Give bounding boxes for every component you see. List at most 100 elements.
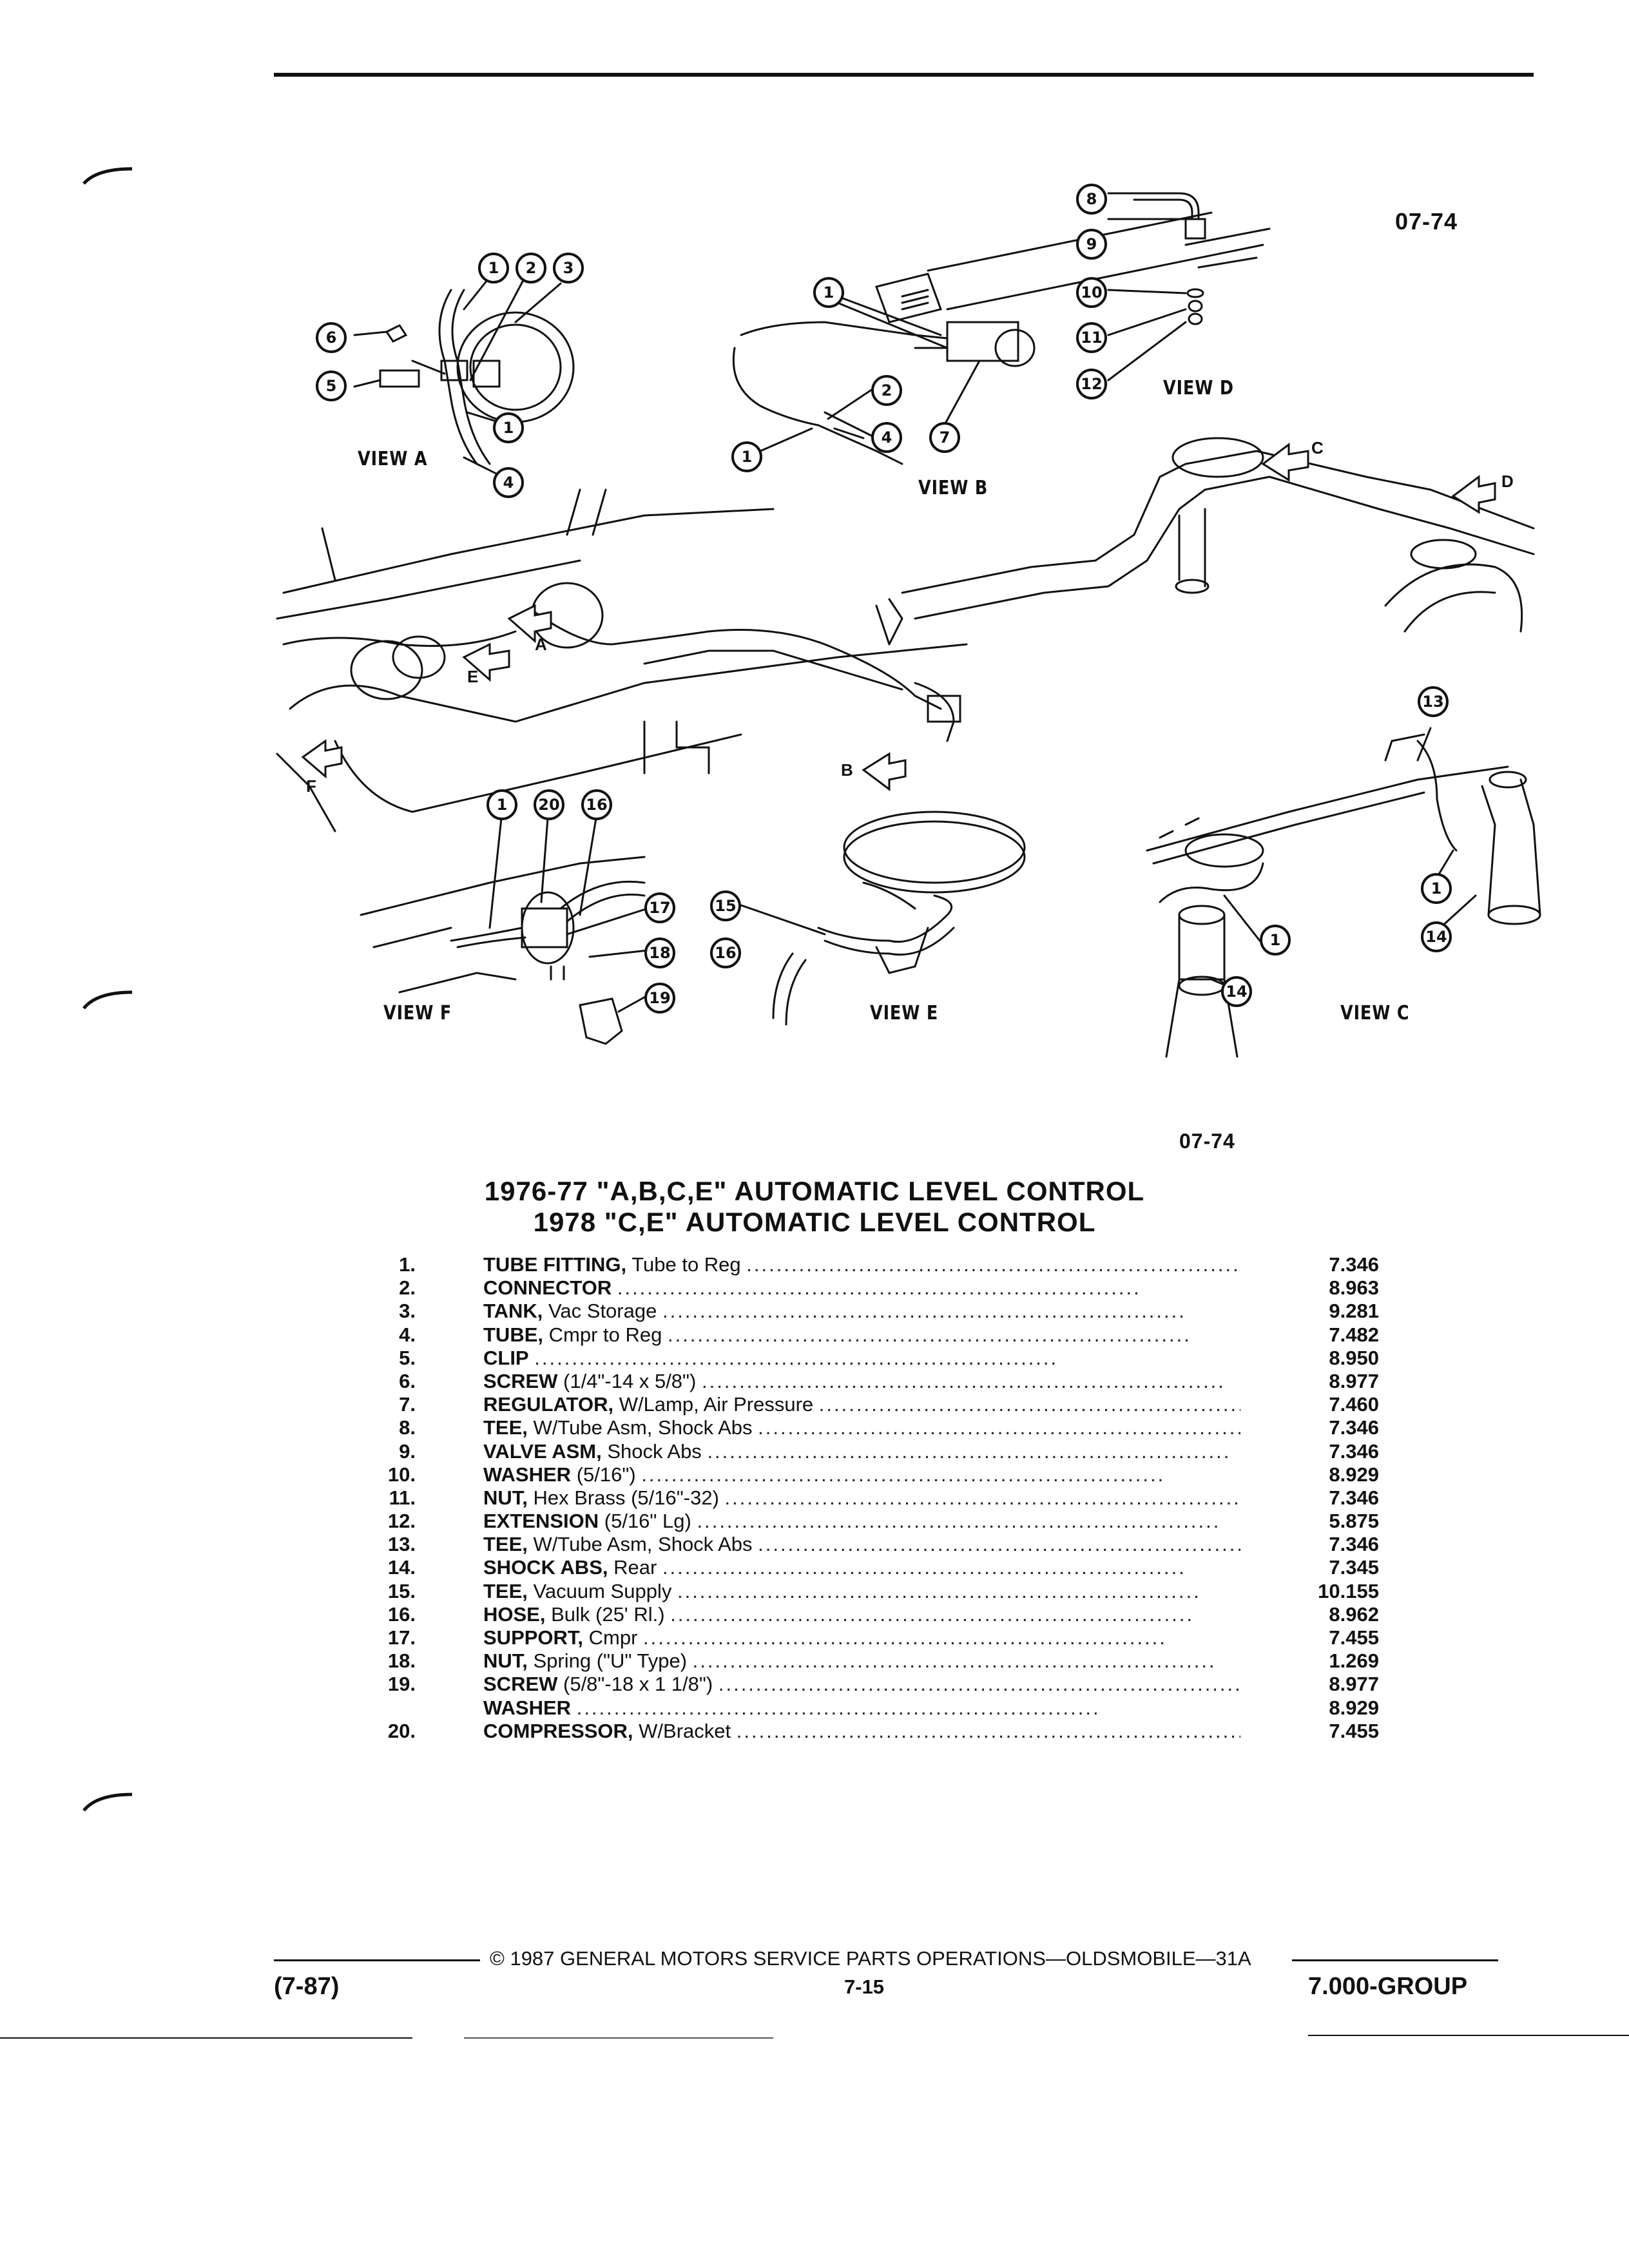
callout-1: 1 [731,441,762,472]
part-number: 1. [399,1253,416,1276]
part-name: TEE, [483,1416,528,1439]
part-number: 8. [399,1416,416,1439]
parts-row: 8. TEE, W/Tube Asm, Shock Abs ...........… [361,1416,1379,1439]
callout-2: 2 [871,375,902,406]
part-group-number: 8.962 [1329,1602,1379,1626]
part-group-number: 10.155 [1318,1579,1379,1602]
callout-15: 15 [710,890,741,921]
part-group-number: 7.346 [1329,1253,1379,1276]
parts-row: 9.VALVE ASM, Shock Abs .................… [361,1440,1379,1463]
part-name: TUBE, [483,1323,543,1346]
part-number: 11. [389,1486,416,1509]
callout-18: 18 [644,937,675,968]
view-b-label: VIEW B [918,477,988,499]
callout-6: 6 [316,322,347,353]
part-number: 14. [387,1556,416,1579]
part-description: COMPRESSOR, W/Bracket ..................… [483,1719,1240,1742]
part-name: SHOCK ABS, [483,1556,608,1579]
parts-row: 20.COMPRESSOR, W/Bracket ...............… [361,1720,1379,1743]
view-d-drawing [1133,192,1271,325]
part-detail: Cmpr to Reg [543,1323,662,1346]
part-name: EXTENSION [483,1510,599,1533]
part-group-number: 8.977 [1329,1673,1379,1696]
part-detail: W/Lamp, Air Pressure [613,1393,814,1416]
part-group-number: 7.346 [1329,1486,1379,1509]
callout-2: 2 [516,253,546,284]
view-c-label: VIEW C [1340,1002,1410,1024]
part-name: TEE, [483,1533,528,1556]
part-group-number: 8.929 [1329,1696,1379,1719]
part-description: WASHER .................................… [483,1696,1101,1719]
callout-8: 8 [1076,184,1107,215]
view-a-label: VIEW A [358,448,428,470]
title-line-2: 1978 "C,E" AUTOMATIC LEVEL CONTROL [533,1207,1096,1237]
part-group-number: 8.950 [1329,1346,1379,1369]
parts-row: 7.REGULATOR, W/Lamp, Air Pressure ......… [361,1393,1379,1416]
part-description: SCREW (5/8"-18 x 1 1/8") ...............… [483,1673,1240,1696]
parts-row: 15.TEE, Vacuum Supply ..................… [361,1580,1379,1603]
view-f-label: VIEW F [383,1002,452,1024]
part-detail: W/Tube Asm, Shock Abs [527,1533,753,1556]
arrow-letter-f: F [306,776,316,796]
parts-row: 11. NUT, Hex Brass (5/16"-32) ...........… [361,1486,1379,1510]
part-group-number: 8.963 [1329,1276,1379,1300]
top-rule [274,73,1534,77]
callout-20: 20 [534,789,564,820]
part-description: REGULATOR, W/Lamp, Air Pressure ........… [483,1393,1240,1416]
parts-row: 17.SUPPORT, Cmpr .......................… [361,1626,1379,1649]
parts-list: 1.TUBE FITTING, Tube to Reg ............… [361,1253,1379,1743]
callout-4: 4 [871,422,902,453]
part-number: 3. [399,1300,416,1323]
part-name: COMPRESSOR, [483,1719,633,1742]
part-number: 16. [387,1602,416,1626]
part-description: TEE, W/Tube Asm, Shock Abs .............… [483,1416,1240,1439]
part-name: TANK, [483,1300,543,1323]
part-detail: Hex Brass (5/16"-32) [527,1486,719,1509]
leader-lines [353,192,1477,1013]
part-description: NUT, Spring ("U" Type) .................… [483,1649,1217,1673]
callout-4: 4 [493,467,524,498]
callout-10: 10 [1076,277,1107,308]
part-detail: (1/4"-14 x 5/8") [557,1369,697,1392]
part-description: VALVE ASM, Shock Abs ...................… [483,1439,1231,1463]
part-group-number: 7.346 [1329,1439,1379,1463]
copyright-line: © 1987 GENERAL MOTORS SERVICE PARTS OPER… [490,1947,1251,1970]
view-d-label: VIEW D [1163,377,1234,399]
part-description: WASHER (5/16") .........................… [483,1463,1166,1486]
bottom-scan-line-right [1308,2035,1629,2036]
callout-12: 12 [1076,369,1107,399]
arrow-letter-c: C [1311,438,1324,457]
callout-14: 14 [1221,976,1252,1007]
parts-row: 1.TUBE FITTING, Tube to Reg ............… [361,1253,1379,1276]
callout-16: 16 [710,937,741,968]
parts-row: 6.SCREW (1/4"-14 x 5/8") ...............… [361,1370,1379,1393]
footer-rule-left [274,1959,480,1961]
part-name: SUPPORT, [483,1626,584,1649]
part-detail: W/Bracket [633,1719,731,1742]
parts-row: 3. TANK, Vac Storage ....................… [361,1300,1379,1323]
part-detail: (5/16" Lg) [599,1510,691,1533]
part-description: TANK, Vac Storage ......................… [483,1300,1186,1323]
part-number: 10. [387,1463,416,1486]
part-name: TUBE FITTING, [483,1253,627,1276]
parts-row: WASHER .................................… [361,1696,1379,1720]
arrow-letter-a: A [535,635,547,654]
part-number: 5. [399,1346,416,1369]
part-description: CONNECTOR ..............................… [483,1276,1141,1300]
part-name: VALVE ASM, [483,1439,602,1463]
part-description: TEE, Vacuum Supply .....................… [483,1579,1201,1602]
parts-row: 4.TUBE, Cmpr to Reg ....................… [361,1323,1379,1347]
part-name: WASHER [483,1696,572,1719]
parts-row: 18.NUT, Spring ("U" Type) ..............… [361,1649,1379,1673]
part-number: 4. [399,1323,416,1346]
part-description: NUT, Hex Brass (5/16"-32) ..............… [483,1486,1240,1509]
part-detail: (5/16") [571,1463,636,1486]
part-name: SCREW [483,1369,558,1392]
part-group-number: 7.345 [1329,1556,1379,1579]
part-number: 19. [387,1673,416,1696]
part-group-number: 5.875 [1329,1510,1379,1533]
date-code: (7-87) [274,1973,340,2000]
part-number: 17. [387,1626,416,1649]
